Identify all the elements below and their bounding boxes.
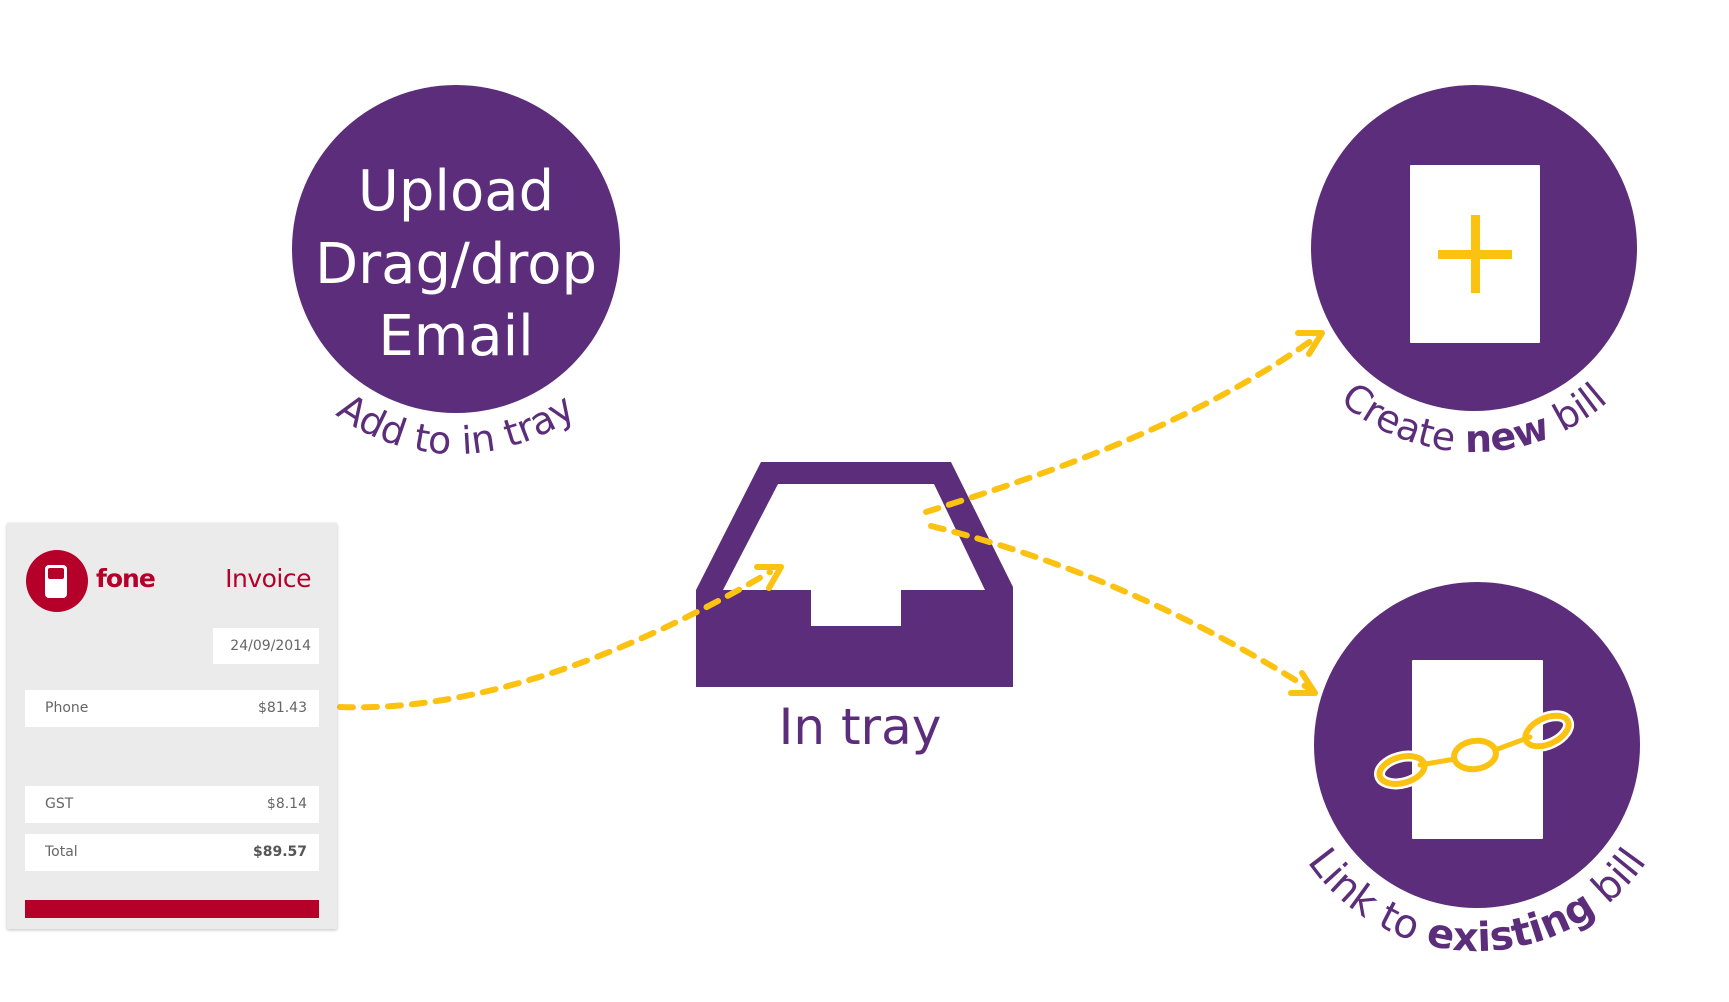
total-row: Total $89.57 — [25, 834, 319, 871]
flow-arrows — [337, 330, 1325, 711]
arrow-invoice-to-tray — [337, 564, 784, 711]
invoice-title: Invoice — [225, 564, 311, 593]
invoice-card[interactable]: fone Invoice 24/09/2014 Phone $81.43 GST… — [7, 523, 337, 929]
document-icon — [1412, 660, 1543, 839]
arrowhead — [754, 564, 784, 591]
invoice-footer-bar — [25, 900, 319, 918]
plus-icon — [1438, 215, 1512, 293]
gst-label: GST — [45, 796, 74, 812]
upload-circle[interactable] — [292, 85, 620, 413]
total-value: $89.57 — [252, 844, 307, 860]
line-item-label: Phone — [45, 700, 89, 716]
fone-logo — [26, 550, 88, 612]
gst-value: $8.14 — [266, 796, 307, 812]
invoice-date: 24/09/2014 — [213, 628, 319, 664]
arrowhead — [1288, 670, 1318, 696]
inbox-tray-icon[interactable] — [696, 462, 1013, 687]
arrow-tray-to-create — [923, 330, 1325, 515]
arrowhead — [1295, 330, 1325, 357]
total-label: Total — [45, 844, 78, 860]
line-item-value: $81.43 — [258, 700, 307, 716]
line-item-row: Phone $81.43 — [25, 690, 319, 727]
link-existing-bill-node[interactable]: Link to existing bill — [1299, 582, 1655, 961]
gst-row: GST $8.14 — [25, 786, 319, 823]
upload-node[interactable]: Upload Drag/drop Email Add to in tray — [292, 85, 620, 463]
upload-line-email: Email — [378, 304, 533, 369]
brand-name: fone — [96, 564, 156, 593]
create-new-bill-node[interactable]: Create new bill — [1311, 85, 1637, 461]
phone-screen — [48, 568, 64, 579]
in-tray-node[interactable]: In tray — [696, 462, 1013, 756]
in-tray-label: In tray — [779, 698, 942, 756]
upload-line-dragdrop: Drag/drop — [315, 232, 597, 297]
arrow-tray-to-link — [928, 523, 1318, 696]
mobile-phone-icon — [45, 565, 67, 598]
chain-link-icon — [1374, 710, 1575, 790]
upload-line-upload: Upload — [358, 159, 554, 224]
